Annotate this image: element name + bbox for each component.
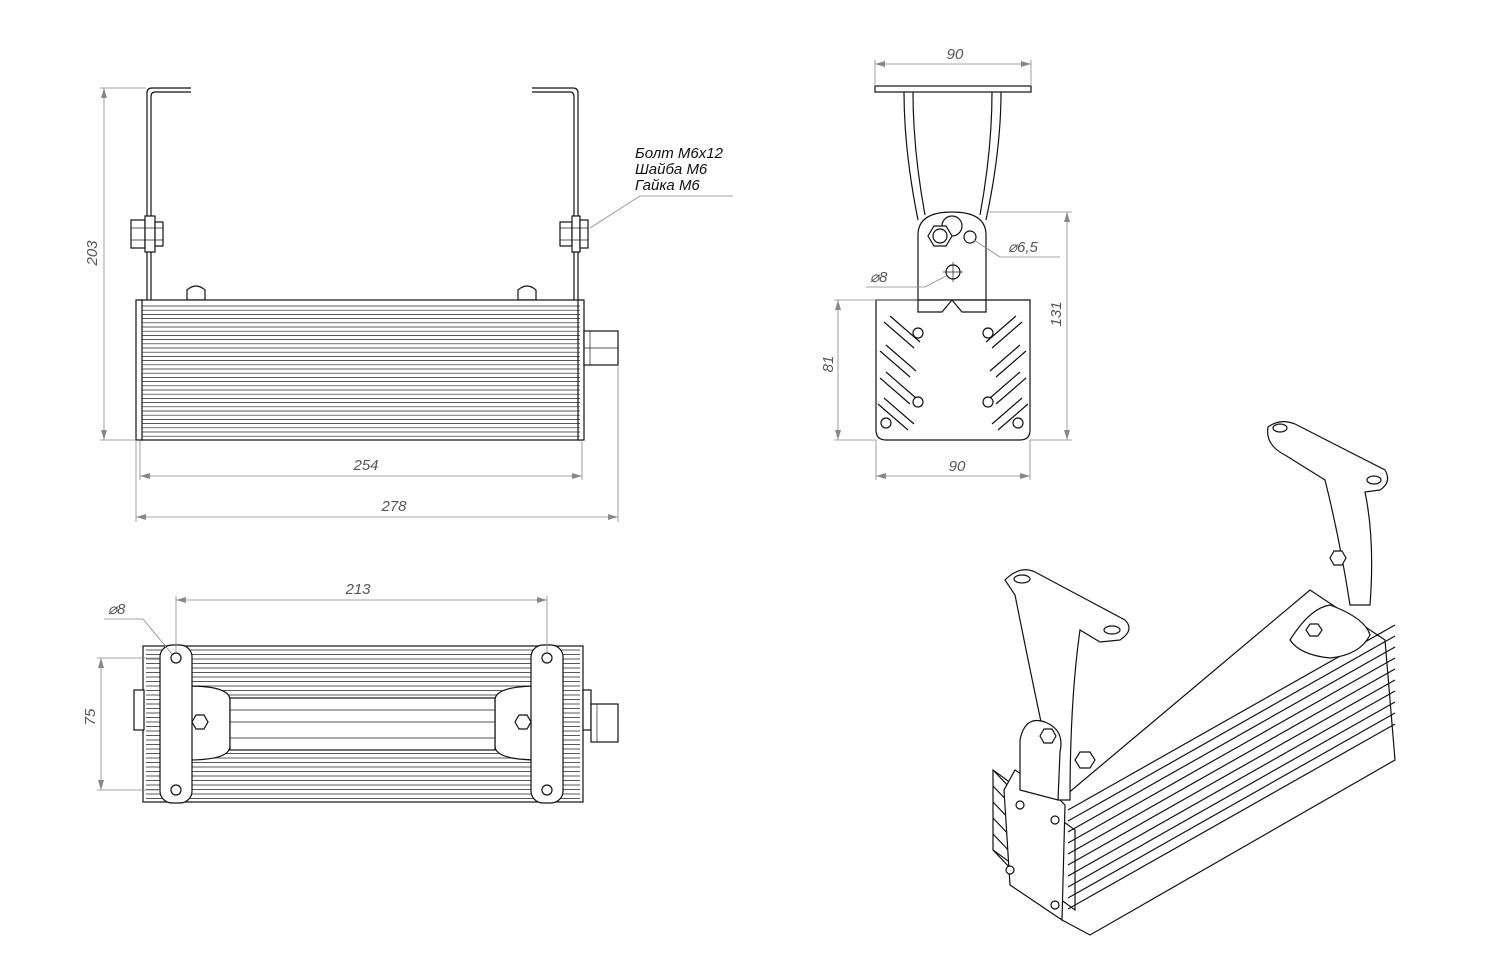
dim-75: 75 bbox=[82, 708, 99, 725]
end-top-plate bbox=[874, 85, 1032, 93]
callout-nut: Гайка М6 bbox=[635, 177, 700, 194]
side-body bbox=[139, 299, 583, 441]
top-bracket-left bbox=[159, 644, 193, 804]
callout-bolt: Болт М6х12 bbox=[635, 145, 724, 162]
fin-line bbox=[1067, 712, 1396, 899]
end-fin-left bbox=[877, 397, 915, 431]
dim-end-90-top: 90 bbox=[947, 46, 964, 63]
top-view: 213 ⌀8 75 bbox=[82, 581, 619, 804]
end-fin-right bbox=[991, 397, 1029, 431]
fin-line bbox=[1067, 657, 1396, 844]
hole-6-5 bbox=[963, 230, 977, 244]
top-connector bbox=[590, 703, 619, 743]
dim-203: 203 bbox=[84, 240, 101, 267]
fin-line bbox=[1067, 679, 1396, 866]
fin-line bbox=[1067, 723, 1396, 910]
iso-bracket-left bbox=[1004, 569, 1130, 801]
end-fin-left bbox=[879, 371, 917, 405]
fin-line bbox=[1067, 690, 1396, 877]
dim-213: 213 bbox=[344, 581, 371, 598]
end-fin-right bbox=[989, 344, 1027, 378]
dim-end-90-bottom: 90 bbox=[949, 458, 966, 475]
dim-131: 131 bbox=[1048, 301, 1065, 326]
isometric-view bbox=[992, 421, 1396, 936]
dim-top-hole-8: ⌀8 bbox=[108, 601, 126, 618]
dim-278: 278 bbox=[380, 498, 407, 515]
end-fin-left bbox=[879, 344, 917, 378]
fin-line bbox=[1067, 701, 1396, 888]
side-view: 203 254 278 Болт М6х12 Шайба М6 Гайка М6 bbox=[84, 87, 733, 522]
fin-line bbox=[1067, 668, 1396, 855]
dim-254: 254 bbox=[352, 457, 378, 474]
top-bracket-right bbox=[530, 644, 564, 804]
end-bracket-arms bbox=[903, 91, 1002, 221]
side-nut-left bbox=[186, 285, 206, 301]
callout-washer: Шайба М6 bbox=[635, 161, 708, 178]
dim-hole-8: ⌀8 bbox=[870, 269, 888, 286]
fin-line bbox=[1067, 646, 1396, 833]
iso-bracket-right bbox=[1267, 421, 1389, 606]
end-fin-right bbox=[989, 371, 1027, 405]
dim-hole-6-5: ⌀6,5 bbox=[1008, 239, 1039, 256]
end-view: 90 ⌀6,5 ⌀8 131 81 90 bbox=[820, 46, 1072, 480]
end-profile bbox=[875, 299, 1031, 441]
dim-81: 81 bbox=[820, 356, 837, 373]
bolt-left bbox=[130, 215, 164, 253]
iso-fins bbox=[992, 624, 1396, 910]
bolt-right bbox=[559, 215, 589, 253]
side-nut-right bbox=[517, 285, 537, 301]
fin-line bbox=[1067, 635, 1396, 822]
side-bracket bbox=[146, 87, 579, 300]
side-fins bbox=[142, 305, 580, 437]
